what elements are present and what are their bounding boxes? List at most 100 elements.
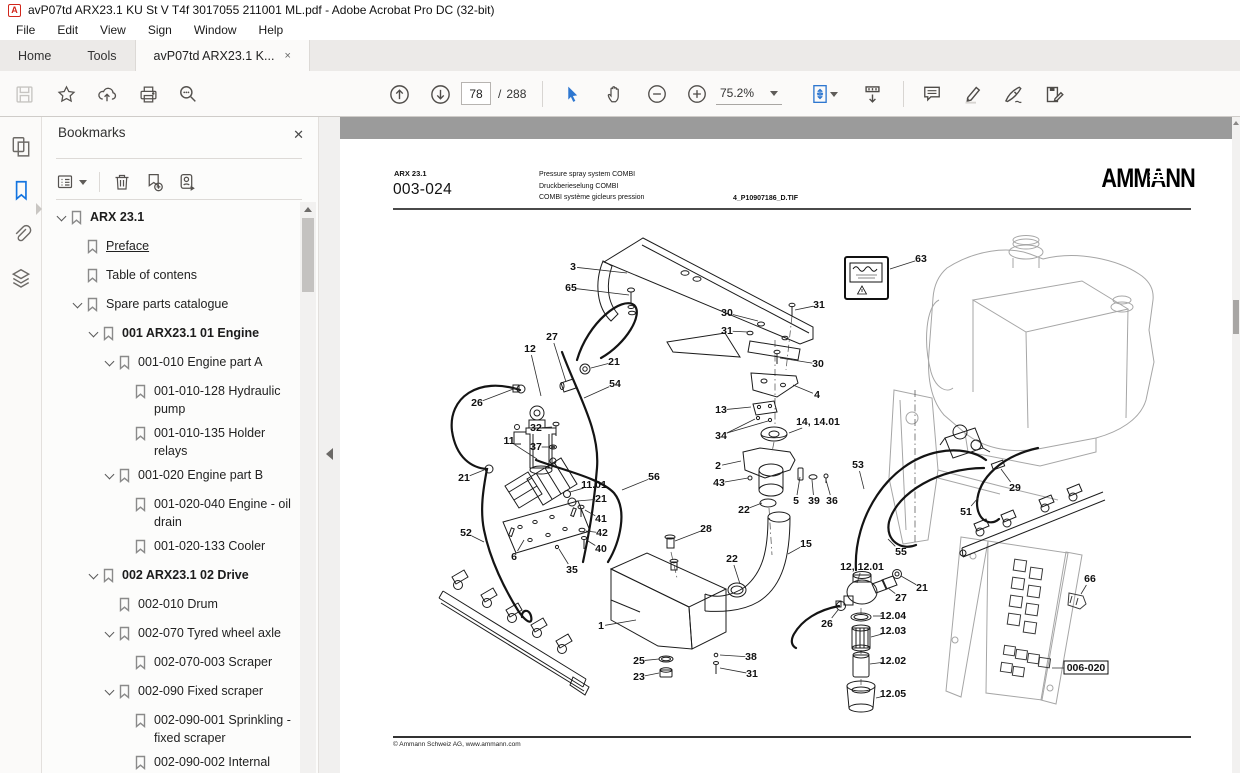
delete-bookmark-button[interactable]: [112, 172, 132, 192]
expand-bookmark-button[interactable]: [177, 172, 198, 193]
bookmark-item[interactable]: 002 ARX23.1 02 Drive: [42, 560, 300, 589]
chevron-spacer: [118, 653, 134, 671]
bookmark-item[interactable]: 002-070-003 Scraper: [42, 647, 300, 676]
sign-button[interactable]: [999, 79, 1027, 109]
share-button[interactable]: [93, 79, 121, 109]
part-callout: 31: [721, 325, 733, 337]
bookmark-flag-icon: [118, 624, 138, 646]
zoom-in-button[interactable]: [683, 79, 711, 109]
tab-home[interactable]: Home: [0, 40, 69, 71]
part-callout: 51: [960, 506, 972, 518]
main-toolbar: / 288 75.2%: [0, 71, 1240, 117]
menu-edit[interactable]: Edit: [46, 20, 89, 40]
bookmark-item[interactable]: Spare parts catalogue: [42, 289, 300, 318]
bookmarks-panel: Bookmarks ✕: [42, 117, 318, 773]
print-button[interactable]: [134, 79, 162, 109]
find-button[interactable]: [174, 79, 202, 109]
comment-button[interactable]: [918, 79, 946, 109]
bookmark-item[interactable]: 001 ARX23.1 01 Engine: [42, 318, 300, 347]
menu-view[interactable]: View: [89, 20, 137, 40]
bookmark-item[interactable]: 001-020-040 Engine - oil drain: [42, 489, 300, 531]
page-number-input[interactable]: [461, 82, 491, 105]
bookmark-item[interactable]: ARX 23.1: [42, 202, 300, 231]
options-button[interactable]: [56, 172, 87, 192]
page-thumbnails-button[interactable]: [10, 135, 32, 157]
bookmark-flag-icon: [134, 424, 154, 446]
bookmark-item[interactable]: 001-010-135 Holder relays: [42, 418, 300, 460]
bookmark-item[interactable]: 002-090-001 Sprinkling - fixed scraper: [42, 705, 300, 747]
hand-tool-button[interactable]: [601, 79, 629, 109]
document-scrollbar[interactable]: [1232, 117, 1240, 773]
bookmark-flag-icon: [134, 711, 154, 733]
chevron-down-icon[interactable]: [86, 324, 102, 342]
chevron-down-icon[interactable]: [102, 624, 118, 642]
chevron-down-icon[interactable]: [102, 353, 118, 371]
toolbar-separator: [542, 81, 543, 107]
fill-sign-button[interactable]: [1040, 79, 1068, 109]
panel-close-icon[interactable]: ✕: [293, 127, 304, 143]
bookmark-item[interactable]: Table of contens: [42, 260, 300, 289]
part-callout: 56: [648, 471, 660, 483]
toolbar-separator: [903, 81, 904, 107]
chevron-down-icon[interactable]: [54, 208, 70, 226]
zoom-in-icon: [687, 84, 707, 104]
bookmark-item[interactable]: 002-010 Drum: [42, 589, 300, 618]
panel-scrollbar[interactable]: [300, 202, 316, 773]
fit-page-menu-button[interactable]: [828, 79, 840, 109]
menu-help[interactable]: Help: [248, 20, 295, 40]
chevron-down-icon[interactable]: [102, 682, 118, 700]
highlight-button[interactable]: [958, 79, 986, 109]
zoom-out-button[interactable]: [643, 79, 671, 109]
new-bookmark-icon: [144, 172, 165, 193]
save-button[interactable]: [10, 79, 38, 109]
collapse-panel-icon[interactable]: [326, 448, 333, 460]
previous-page-button[interactable]: [385, 79, 413, 109]
chevron-down-icon[interactable]: [102, 466, 118, 484]
layers-button[interactable]: [10, 267, 32, 289]
bookmark-item[interactable]: 001-020 Engine part B: [42, 460, 300, 489]
bookmark-flag-icon: [70, 208, 90, 230]
part-callout: 5: [793, 495, 799, 507]
bookmark-item[interactable]: 001-020-133 Cooler: [42, 531, 300, 560]
part-callout: 36: [826, 495, 838, 507]
bookmark-item[interactable]: 001-010-128 Hydraulic pump: [42, 376, 300, 418]
bookmark-item-label: Spare parts catalogue: [106, 295, 300, 313]
part-callout: 23: [633, 671, 645, 683]
scroll-mode-button[interactable]: [858, 79, 886, 109]
select-tool-button[interactable]: [558, 79, 586, 109]
panel-scrollbar-thumb[interactable]: [302, 218, 314, 292]
zoom-level-control[interactable]: 75.2%: [716, 82, 782, 105]
tab-document[interactable]: avP07td ARX23.1 K... ×: [135, 40, 310, 71]
star-button[interactable]: [52, 79, 80, 109]
menu-sign[interactable]: Sign: [137, 20, 183, 40]
bookmarks-panel-button[interactable]: [10, 179, 32, 201]
tab-close-icon[interactable]: ×: [284, 50, 290, 62]
part-callout: 32: [530, 422, 542, 434]
bookmark-item[interactable]: 002-090 Fixed scraper: [42, 676, 300, 705]
part-callout: 54: [609, 378, 621, 390]
divider: [56, 199, 302, 200]
star-icon: [57, 85, 76, 104]
menu-file[interactable]: File: [5, 20, 46, 40]
bookmark-flag-icon: [134, 653, 154, 675]
part-callout: 6: [511, 551, 517, 563]
bookmark-item[interactable]: 001-010 Engine part A: [42, 347, 300, 376]
bookmark-item[interactable]: Preface: [42, 231, 300, 260]
chevron-down-icon[interactable]: [86, 566, 102, 584]
bookmark-item-label: ARX 23.1: [90, 208, 300, 226]
bookmark-item[interactable]: 002-070 Tyred wheel axle: [42, 618, 300, 647]
chevron-down-icon: [79, 180, 87, 185]
scroll-mode-icon: [862, 84, 883, 105]
attachments-button[interactable]: [10, 222, 32, 244]
document-scrollbar-thumb[interactable]: [1233, 300, 1239, 334]
new-bookmark-button[interactable]: [144, 172, 165, 193]
bookmark-flag-icon: [102, 324, 122, 346]
chevron-down-icon[interactable]: [70, 295, 86, 313]
part-callout: 12, 12.01: [840, 561, 884, 573]
part-callout: 25: [633, 655, 645, 667]
panel-resize-gutter[interactable]: [318, 117, 340, 773]
next-page-button[interactable]: [426, 79, 454, 109]
tab-tools[interactable]: Tools: [69, 40, 134, 71]
menu-window[interactable]: Window: [183, 20, 248, 40]
bookmark-item[interactable]: 002-090-002 Internal: [42, 747, 300, 773]
